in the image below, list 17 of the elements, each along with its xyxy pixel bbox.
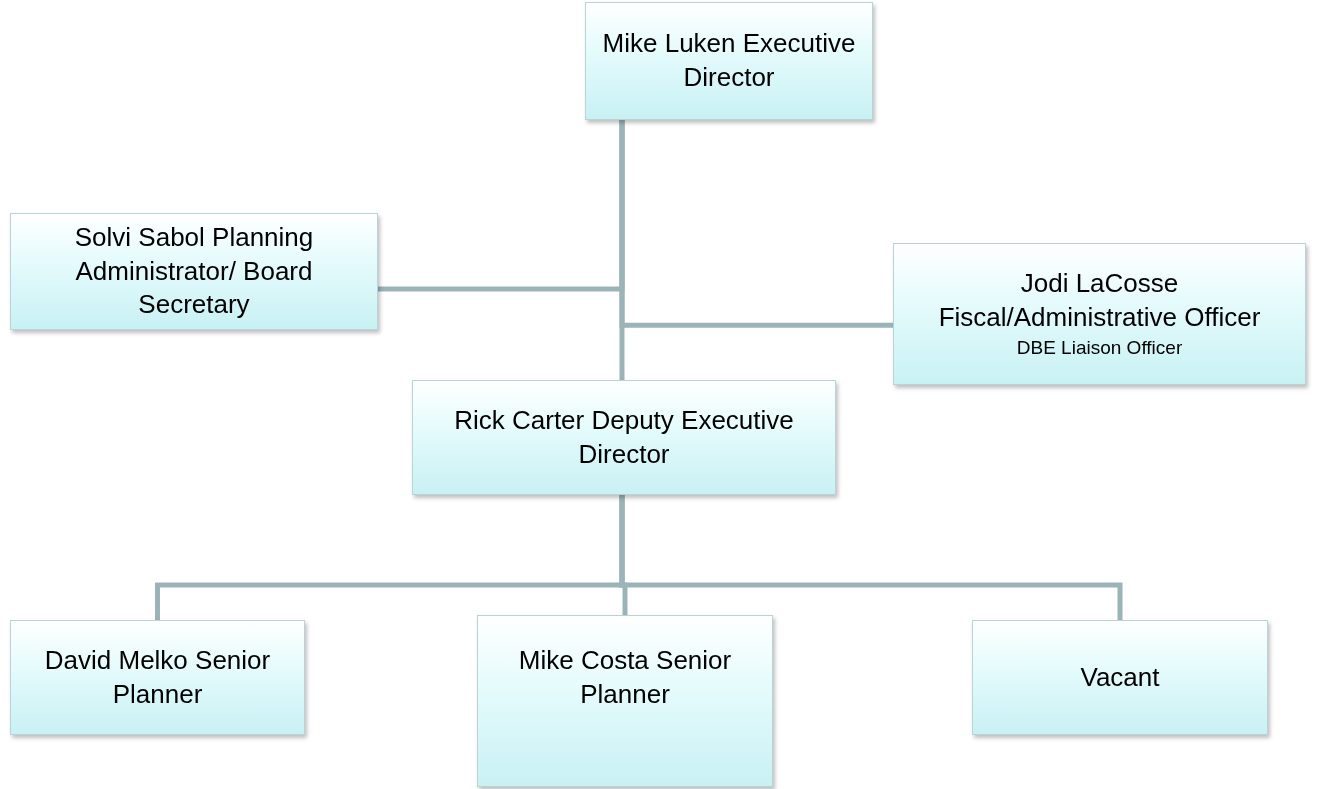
person-role-text: Solvi Sabol Planning Administrator/ Board Secretary	[73, 220, 315, 322]
connector-line	[619, 120, 625, 380]
person-role-text: Rick Carter Deputy Executive Director	[453, 403, 795, 471]
role-subtext: DBE Liaison Officer	[1016, 335, 1183, 360]
org-box	[972, 620, 1268, 735]
person-role-text: Vacant	[1080, 660, 1160, 694]
person-role-text: Mike Luken Executive Director	[601, 27, 857, 94]
org-box	[477, 615, 773, 787]
org-box	[585, 2, 873, 120]
org-box	[893, 243, 1306, 385]
org-box	[10, 620, 305, 735]
connector-line	[619, 495, 1123, 620]
person-role-text: Mike Costa Senior Planner	[517, 644, 733, 711]
org-box	[412, 380, 836, 495]
org-box	[10, 213, 378, 330]
person-role-text: Jodi LaCosse Fiscal/Administrative Officer	[937, 266, 1262, 334]
person-role-text: David Melko Senior Planner	[43, 643, 272, 711]
